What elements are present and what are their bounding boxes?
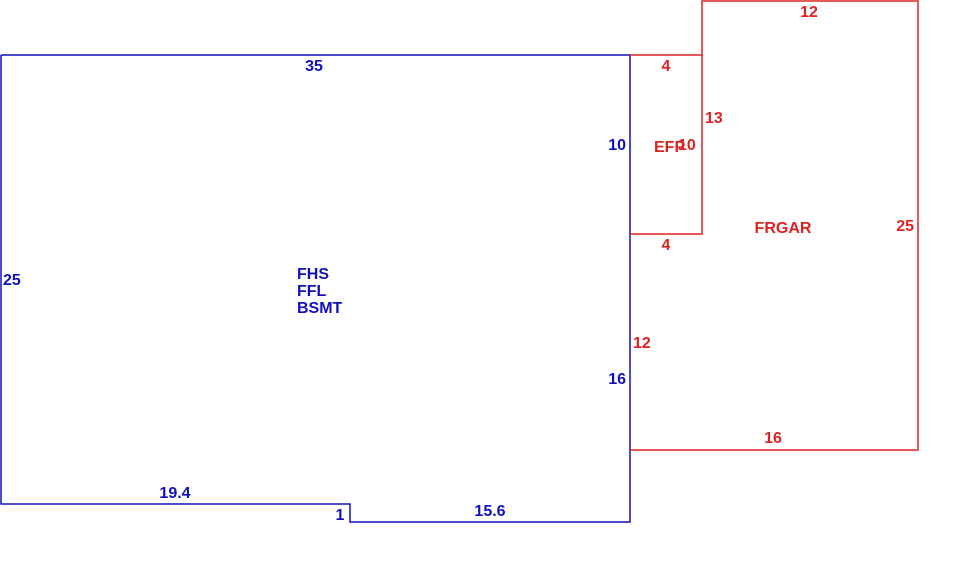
- garage-area-name: FRGAR: [755, 220, 812, 237]
- garage-dim-top: 12: [800, 4, 818, 21]
- main-dim-step: 1: [336, 507, 345, 524]
- garage-dim-right: 25: [896, 218, 914, 235]
- garage-dim-bottom: 16: [764, 430, 782, 447]
- garage-dim-left-upper: 13: [705, 110, 723, 127]
- main-dim-bottom-left: 19.4: [159, 485, 190, 502]
- main-area-name-3: BSMT: [297, 300, 343, 317]
- main-dim-bottom-right: 15.6: [474, 503, 505, 520]
- main-dim-top: 35: [305, 58, 323, 75]
- efp-area-name: EFP: [654, 139, 685, 156]
- efp-dim-right: 10: [678, 137, 696, 154]
- main-dim-left: 25: [3, 272, 21, 289]
- main-area-name-1: FHS: [297, 266, 329, 283]
- efp-dim-top: 4: [662, 58, 671, 75]
- efp-dim-bottom: 4: [662, 237, 671, 254]
- main-dim-right-lower: 16: [608, 371, 626, 388]
- main-area-name-2: FFL: [297, 283, 327, 300]
- main-dim-right-upper: 10: [608, 137, 626, 154]
- garage-dim-left-lower: 12: [633, 335, 651, 352]
- garage-outline: [630, 0, 919, 451]
